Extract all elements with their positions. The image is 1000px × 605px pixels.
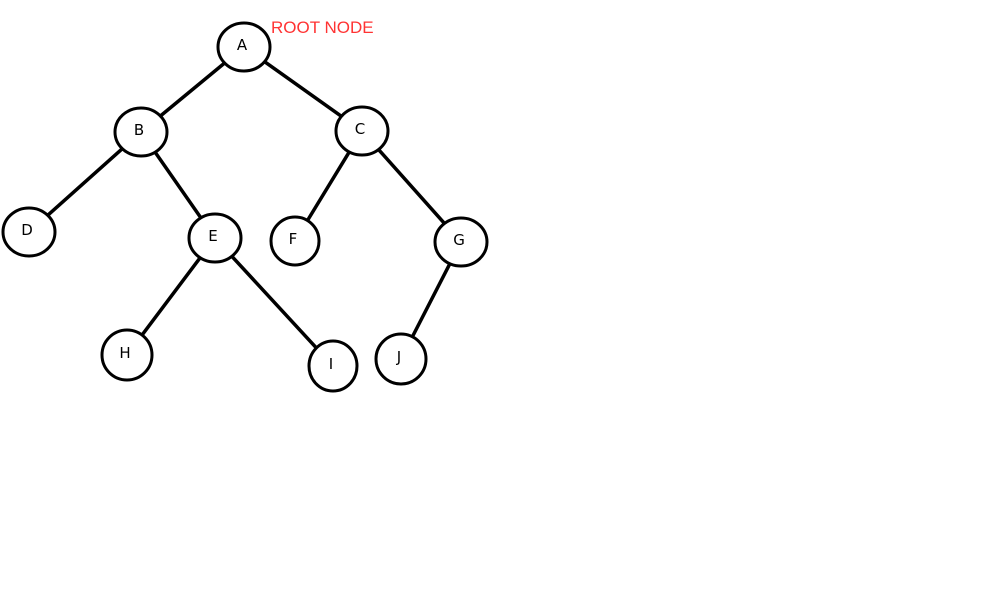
node-d: D [1,206,57,258]
node-b: B [113,106,169,158]
node-circle [113,106,169,158]
node-circle [334,105,390,157]
edge-c-g [376,147,447,226]
node-label: G [453,231,465,249]
node-circle [100,328,154,382]
node-circle [216,21,272,73]
node-h: H [100,328,154,382]
edge-g-j [410,261,452,339]
node-circle [269,215,321,267]
node-label: H [119,344,130,362]
edge-c-f [305,150,352,223]
root-node-annotation: ROOT NODE [271,18,374,37]
edge-b-d [45,146,125,218]
node-label: J [396,348,401,366]
node-circle [374,332,428,386]
node-e: E [187,212,243,264]
node-label: B [134,121,144,139]
node-g: G [433,216,489,268]
edge-e-i [230,254,319,350]
node-label: C [355,120,365,138]
node-label: I [329,355,333,373]
edge-a-b [158,61,227,118]
node-circle [1,206,57,258]
node-label: E [208,227,217,245]
tree-edges [45,59,452,350]
edge-b-e [153,150,203,220]
node-label: D [21,221,33,239]
node-a: A [216,21,272,73]
node-label: F [289,230,298,248]
node-j: J [374,332,428,386]
node-circle [433,216,489,268]
node-i: I [307,339,359,393]
edge-e-h [140,255,202,337]
node-label: A [237,36,248,54]
tree-nodes: A B C D E F G H I J [1,21,489,393]
edge-a-c [262,59,344,119]
node-c: C [334,105,390,157]
node-circle [187,212,243,264]
node-f: F [269,215,321,267]
node-circle [307,339,359,393]
